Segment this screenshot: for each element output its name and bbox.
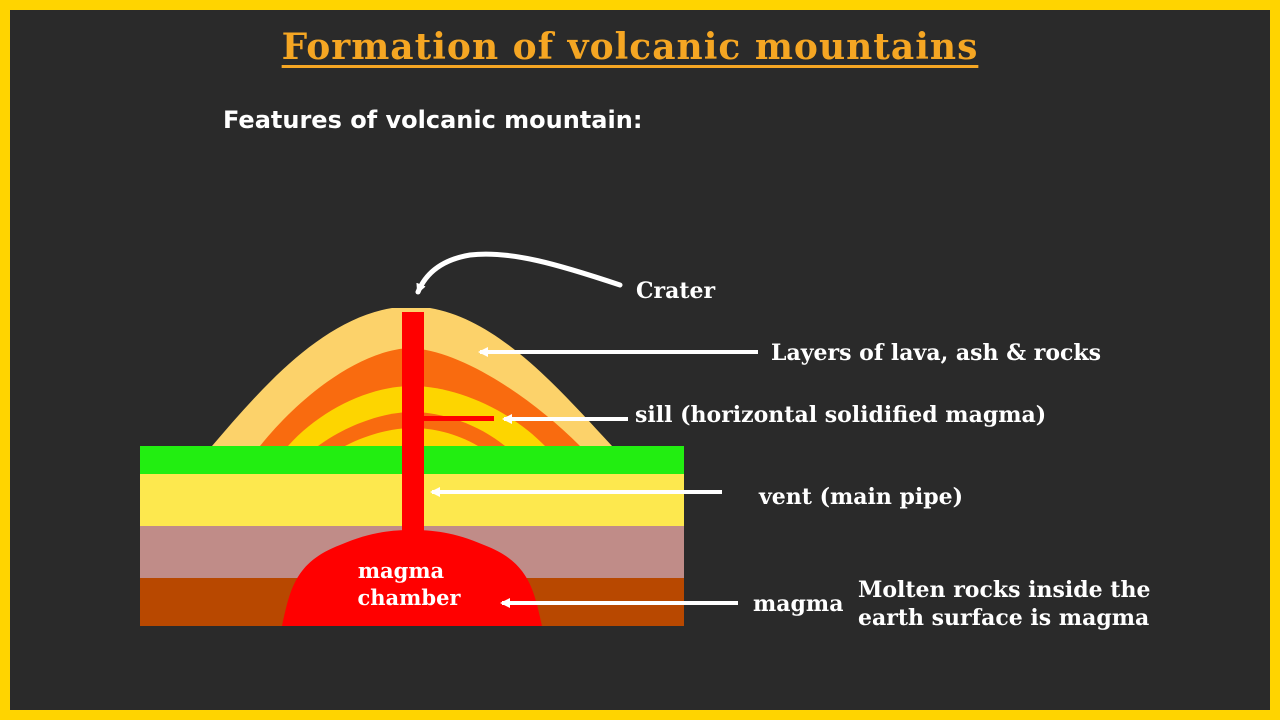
slide-subtitle: Features of volcanic mountain: <box>223 106 643 134</box>
magma-label: magma <box>753 591 843 617</box>
chamber-label-line1: magma <box>358 558 445 583</box>
magma-definition-line2: earth surface is magma <box>858 605 1149 631</box>
magma-chamber <box>282 530 542 626</box>
slide-title-text: Formation of volcanic mountains <box>281 26 979 68</box>
sill <box>424 416 494 421</box>
crater-arrow <box>415 251 623 295</box>
slide-title: Formation of volcanic mountains <box>0 26 1260 68</box>
magma-definition-line1: Molten rocks inside the <box>858 577 1150 603</box>
crater-label: Crater <box>636 278 716 304</box>
vent-label: vent (main pipe) <box>758 484 963 510</box>
layers-label: Layers of lava, ash & rocks <box>771 340 1101 366</box>
vent-pipe <box>402 312 424 538</box>
chamber-label-line2: chamber <box>358 585 462 610</box>
sill-label: sill (horizontal solidified magma) <box>635 402 1046 428</box>
